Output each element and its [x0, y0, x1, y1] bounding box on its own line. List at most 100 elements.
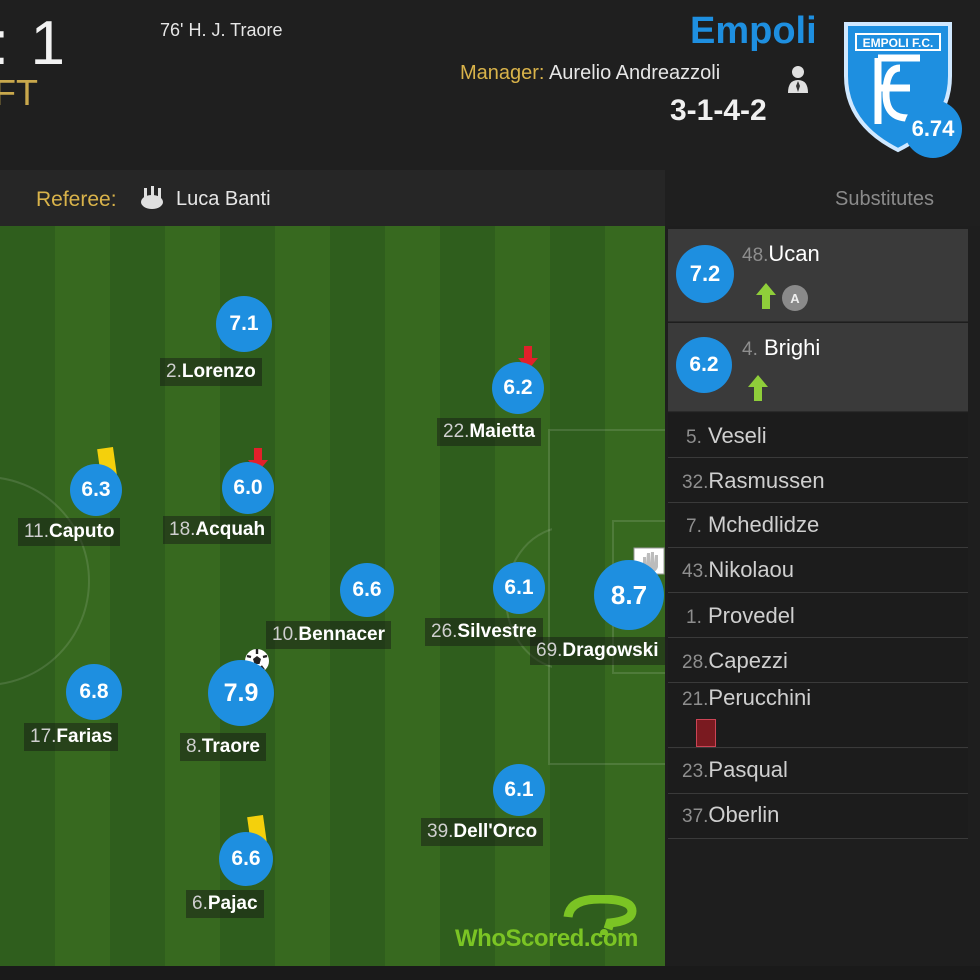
- player-name-text: Acquah: [195, 519, 266, 540]
- player-number: 37.: [682, 806, 709, 827]
- pitch-stripe: [110, 226, 165, 966]
- player-name-text: Brighi: [763, 335, 821, 360]
- sub-player-name: 23.Pasqual: [682, 757, 788, 783]
- player-number: 22.: [443, 421, 470, 442]
- player-number: 17.: [30, 726, 57, 747]
- player-number: 1.: [686, 607, 702, 628]
- player-name-text: Ucan: [768, 241, 820, 266]
- player-rating[interactable]: 6.3: [70, 464, 122, 516]
- player-number: 21.: [682, 689, 709, 710]
- player-name[interactable]: 10.Bennacer: [266, 621, 392, 649]
- player-number: 11.: [24, 521, 50, 542]
- player-number: 18.: [169, 519, 196, 540]
- whistle-icon: [138, 184, 166, 217]
- player-name[interactable]: 39.Dell'Orco: [421, 818, 544, 846]
- substitute-row[interactable]: 28.Capezzi: [668, 638, 968, 683]
- player-rating[interactable]: 8.7: [594, 560, 664, 630]
- player-number: 43.: [682, 561, 709, 582]
- referee-name[interactable]: Luca Banti: [176, 188, 271, 210]
- player-name[interactable]: 22.Maietta: [437, 418, 541, 446]
- substitute-row[interactable]: 1. Provedel: [668, 593, 968, 638]
- substitutes-header: [665, 170, 980, 226]
- player-rating[interactable]: 7.1: [216, 296, 272, 352]
- sub-player-name: 32.Rasmussen: [682, 468, 825, 494]
- player-name[interactable]: 26.Silvestre: [425, 618, 543, 646]
- player-number: 48.: [742, 245, 769, 266]
- player-number: 32.: [682, 472, 709, 493]
- player-name[interactable]: 18.Acquah: [163, 516, 272, 544]
- team-rating: 6.74: [904, 100, 962, 158]
- player-name-text: Oberlin: [708, 802, 780, 827]
- referee-bar: [0, 170, 665, 226]
- player-number: 5.: [686, 427, 702, 448]
- match-score: : 1: [0, 9, 67, 78]
- player-number: 2.: [166, 361, 182, 382]
- sub-player-name: 43.Nikolaou: [682, 557, 794, 583]
- player-rating[interactable]: 7.9: [208, 660, 274, 726]
- player-name[interactable]: 2.Lorenzo: [160, 358, 262, 386]
- substitute-row[interactable]: 7.2 48.Ucan A: [668, 229, 968, 322]
- substitute-row[interactable]: 21.Perucchini: [668, 683, 968, 748]
- team-name[interactable]: Empoli: [690, 10, 817, 52]
- sub-player-name: 48.Ucan: [742, 241, 820, 267]
- substitute-row[interactable]: 7. Mchedlidze: [668, 503, 968, 548]
- sub-player-name: 5. Veseli: [686, 423, 767, 449]
- substitute-row[interactable]: 32.Rasmussen: [668, 458, 968, 503]
- player-name-text: Caputo: [49, 521, 115, 542]
- substitute-row[interactable]: 37.Oberlin: [668, 794, 968, 839]
- substitute-row[interactable]: 5. Veseli: [668, 413, 968, 458]
- player-name[interactable]: 17.Farias: [24, 723, 119, 751]
- player-name-text: Farias: [56, 726, 113, 747]
- goal-event: 76' H. J. Traore: [160, 20, 283, 40]
- player-name-text: Maietta: [469, 421, 535, 442]
- player-rating[interactable]: 6.8: [66, 664, 122, 720]
- player-rating[interactable]: 6.6: [340, 563, 394, 617]
- player-number: 8.: [186, 736, 202, 757]
- manager-label: Manager:: [460, 62, 545, 84]
- player-rating[interactable]: 6.2: [492, 362, 544, 414]
- player-name-text: Silvestre: [457, 621, 537, 642]
- player-name-text: Lorenzo: [181, 361, 256, 382]
- assist-badge: A: [782, 285, 808, 311]
- player-rating[interactable]: 6.1: [493, 562, 545, 614]
- sub-on-arrow-icon: [748, 375, 768, 406]
- sub-player-name: 4. Brighi: [742, 335, 820, 361]
- player-name-text: Dell'Orco: [453, 821, 538, 842]
- referee-label: Referee:: [36, 188, 117, 211]
- player-number: 26.: [431, 621, 458, 642]
- player-number: 69.: [536, 640, 563, 661]
- sub-player-name: 28.Capezzi: [682, 648, 788, 674]
- player-number: 6.: [192, 893, 208, 914]
- pitch: [0, 226, 665, 966]
- substitute-row[interactable]: 23.Pasqual: [668, 749, 968, 794]
- player-name[interactable]: 11.Caputo: [18, 518, 121, 546]
- player-number: 39.: [427, 821, 454, 842]
- player-name[interactable]: 69.Dragowski: [530, 637, 665, 665]
- sub-player-name: 37.Oberlin: [682, 802, 779, 828]
- player-name-text: Pasqual: [708, 757, 788, 782]
- substitute-row[interactable]: 6.2 4. Brighi: [668, 323, 968, 412]
- manager-icon: [786, 64, 810, 99]
- player-name-text: Veseli: [707, 423, 767, 448]
- player-name[interactable]: 6.Pajac: [186, 890, 264, 918]
- player-rating[interactable]: 6.6: [219, 832, 273, 886]
- manager-row: Manager: Aurelio Andreazzoli: [460, 62, 720, 85]
- player-rating[interactable]: 6.0: [222, 462, 274, 514]
- pitch-stripe: [275, 226, 330, 966]
- player-number: 4.: [742, 339, 758, 360]
- crest-text: EMPOLI F.C.: [863, 36, 934, 50]
- manager-name[interactable]: Aurelio Andreazzoli: [548, 62, 721, 84]
- player-name-text: Provedel: [707, 603, 795, 628]
- bottom-bar: [0, 966, 980, 980]
- player-name-text: Capezzi: [708, 648, 788, 673]
- player-name-text: Dragowski: [562, 640, 659, 661]
- match-header: [0, 0, 980, 170]
- player-name[interactable]: 8.Traore: [180, 733, 266, 761]
- substitute-row[interactable]: 43.Nikolaou: [668, 548, 968, 593]
- watermark: WhoScored.com: [455, 925, 638, 952]
- sub-player-name: 21.Perucchini: [682, 685, 811, 711]
- whoscored-logo-icon: [560, 894, 640, 940]
- pitch-stripe: [385, 226, 440, 966]
- player-rating[interactable]: 6.1: [493, 764, 545, 816]
- player-name-text: Bennacer: [298, 624, 386, 645]
